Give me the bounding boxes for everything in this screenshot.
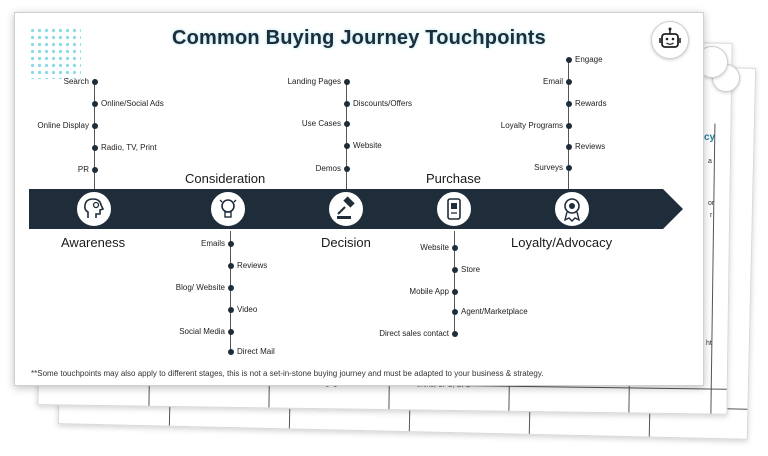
- stage-decision: Decision: [321, 235, 371, 250]
- tp-awareness-4: PR: [77, 165, 89, 174]
- dot: [452, 289, 458, 295]
- tp-decision-1: Discounts/Offers: [353, 99, 412, 108]
- tp-decision-3: Website: [353, 141, 382, 150]
- dot: [452, 267, 458, 273]
- fragment-ht: ht: [706, 340, 712, 347]
- purchase-line: [454, 231, 456, 333]
- fragment-a: a: [708, 158, 712, 165]
- tp-awareness-0: Search: [63, 77, 89, 86]
- tp-decision-2: Use Cases: [301, 119, 341, 128]
- tp-purchase-4: Direct sales contact: [379, 329, 449, 338]
- dot: [228, 285, 234, 291]
- footnote: **Some touchpoints may also apply to dif…: [31, 369, 544, 378]
- dot: [228, 307, 234, 313]
- page-title: Common Buying Journey Touchpoints: [171, 27, 546, 49]
- dot: [566, 57, 572, 63]
- tp-consideration-5: Direct Mail: [237, 347, 275, 356]
- fragment-cy: cy: [704, 132, 716, 143]
- head-icon: [75, 190, 113, 228]
- dot: [92, 79, 98, 85]
- dot: [344, 79, 350, 85]
- robot-icon: [651, 21, 689, 59]
- lightbulb-icon: [209, 190, 247, 228]
- dot: [566, 165, 572, 171]
- tp-loyalty-4: Reviews: [575, 142, 606, 151]
- gavel-icon: [327, 190, 365, 228]
- tp-decision-4: Demos: [315, 164, 341, 173]
- dot: [228, 329, 234, 335]
- dot: [452, 245, 458, 251]
- tp-decision-0: Landing Pages: [287, 77, 341, 86]
- tp-purchase-2: Mobile App: [409, 287, 449, 296]
- tp-loyalty-5: Surveys: [534, 163, 563, 172]
- dot: [92, 167, 98, 173]
- tp-purchase-1: Store: [461, 265, 481, 274]
- tp-purchase-3: Agent/Marketplace: [461, 307, 528, 316]
- stage-loyalty: Loyalty/Advocacy: [511, 235, 613, 250]
- tp-loyalty-1: Email: [542, 77, 563, 86]
- consideration-line: [230, 231, 232, 353]
- card-icon: [435, 190, 473, 228]
- dot: [92, 145, 98, 151]
- dot: [344, 121, 350, 127]
- medal-icon: [553, 190, 591, 228]
- main-slide: Common Buying Journey Touchpoints Awaren…: [14, 12, 704, 386]
- tp-consideration-0: Emails: [200, 239, 225, 248]
- dot: [566, 101, 572, 107]
- tp-awareness-2: Online Display: [37, 121, 89, 130]
- tp-loyalty-2: Rewards: [575, 99, 607, 108]
- tp-consideration-3: Video: [237, 305, 258, 314]
- awareness-line: [94, 79, 96, 189]
- decorative-dot-pattern: [29, 27, 81, 79]
- dot: [92, 123, 98, 129]
- dot: [228, 241, 234, 247]
- dot: [228, 263, 234, 269]
- dot: [566, 79, 572, 85]
- dot: [344, 166, 350, 172]
- tp-purchase-0: Website: [420, 243, 449, 252]
- fragment-or: or: [708, 200, 715, 207]
- dot: [566, 144, 572, 150]
- tp-awareness-1: Online/Social Ads: [101, 99, 164, 108]
- dot: [566, 123, 572, 129]
- dot: [344, 101, 350, 107]
- tp-loyalty-3: Loyalty Programs: [500, 121, 563, 130]
- dot: [228, 349, 234, 355]
- stage-awareness: Awareness: [61, 235, 126, 250]
- tp-consideration-4: Social Media: [179, 327, 225, 336]
- tp-awareness-3: Radio, TV, Print: [101, 143, 157, 152]
- dot: [452, 331, 458, 337]
- dot: [452, 309, 458, 315]
- dot: [344, 143, 350, 149]
- decision-line: [346, 79, 348, 189]
- tp-consideration-1: Reviews: [237, 261, 268, 270]
- stage-purchase: Purchase: [426, 171, 481, 186]
- tp-loyalty-0: Engage: [575, 55, 603, 64]
- dot: [92, 101, 98, 107]
- tp-consideration-2: Blog/ Website: [175, 283, 225, 292]
- stage-consideration: Consideration: [185, 171, 266, 186]
- fragment-r: r: [710, 212, 713, 219]
